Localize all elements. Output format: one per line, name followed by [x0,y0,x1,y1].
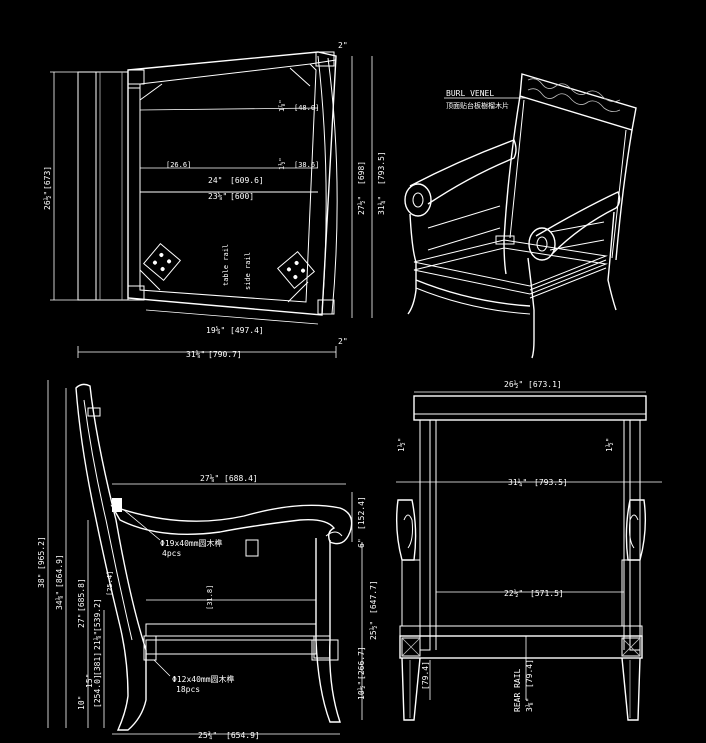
front-left-small: 1½" [396,438,406,452]
label-table-rail: table rail [222,244,230,286]
top-width-left-in: 27½" [356,196,366,215]
front-in: 19⅝" [206,326,225,335]
rail-mid-mm: [38.6] [294,161,319,169]
side-seat-in: 21⅛" [93,631,102,650]
rail-left-mm: [26.6] [166,161,191,169]
top-depth-mm: [673] [43,166,52,190]
seat-frame [127,51,337,316]
top-width-right-in: 31¼" [377,196,386,215]
front-view: 26½" [673.1] 31¼" [793.5] 1½" 1½" 22½" [… [395,379,662,721]
rear-rail-label: REAR RAIL [513,668,522,712]
dowel-2: Φ12x40mm圆木榫 [172,674,235,684]
side-overall-in: 38" [37,574,46,588]
rail-top-mm: [48.0] [294,104,319,112]
side-overall-mm: [965.2] [37,536,46,570]
side-rail-in: 10" [77,696,86,710]
dowel-1-qty: 4pcs [162,549,181,558]
total-mm: [790.7] [208,350,242,359]
burl-callout-en: BURL VENEL [446,89,494,98]
side-leg-in: 15" [85,674,94,688]
burl-callout-cn: 顶面贴台板樹榴木片 [446,101,509,110]
front-top-in: 26½" [504,379,523,389]
top-plan-view: 26½" [673] 27½" [698] 31¼" [793.5] 2" 2"… [42,41,386,359]
inner-2-mm: [600] [230,192,254,201]
front-rail-left-mm: [79.4] [421,661,430,690]
side-back-mm: [864.9] [55,554,64,588]
front-top-mm: [673.1] [528,380,562,389]
top-depth-in: 26½" [42,191,52,210]
side-seat-mm: [539.2] [93,598,102,632]
front-seat-in: 22½" [504,588,523,598]
inner-1-in: 24" [208,176,222,185]
back-rail [77,71,97,301]
side-arm [110,504,353,545]
side-armfront-mm: [152.4] [357,496,366,530]
side-armfront-in: 6" [357,538,366,548]
side-small-2: [31.8] [206,585,214,610]
crest-rail [413,395,647,421]
side-leg-mm: [381] [93,652,102,676]
side-arm-in: 27" [77,614,86,628]
back-post [75,383,147,731]
inner-2-in: 23⅝" [208,192,227,201]
perspective-view: BURL VENEL 顶面贴台板樹榴木片 [404,73,637,359]
side-small-1: [25.4] [106,571,114,596]
front-seat-mm: [571.5] [530,589,564,598]
dowel-1: Φ19x40mm圆木榫 [160,538,223,548]
side-fronth-mm: [647.7] [369,580,378,614]
side-back-in: 34⅛" [55,591,64,610]
label-side-rail: side rail [244,252,252,290]
top-width-right-mm: [793.5] [377,151,386,185]
top-width-left-mm: [698] [357,161,366,185]
total-in: 31⅛" [186,350,205,359]
front-right-small: 1½" [604,438,614,452]
side-armlen-mm: [688.4] [224,474,258,483]
front-armspan-mm: [793.5] [534,478,568,487]
front-armspan-in: 31¼" [508,478,527,487]
side-fronth-in: 25½" [368,621,378,640]
side-frontleg-mm: [266.7] [357,646,366,680]
side-rail-mm: [254.0] [93,674,102,708]
inner-1-mm: [609.6] [230,176,264,185]
top-corner-bottom: 2" [338,337,348,346]
side-depth-in: 25¾" [198,731,217,740]
rail-mid-in: 1½" [278,157,286,170]
rear-rail-in: 3⅛" [525,698,534,712]
front-mm: [497.4] [230,326,264,335]
side-view: 38" [965.2] 34⅛" [864.9] 27" [685.8] 21⅛… [37,380,378,740]
side-frontleg-in: 10½" [356,681,366,700]
top-corner-top: 2" [338,41,348,50]
rear-rail-mm: [79.4] [525,659,534,688]
rail-top-in: 1⅞" [278,99,286,112]
dowel-2-qty: 18pcs [176,685,200,694]
side-armlen-in: 27⅛" [200,474,219,483]
burl-panel [519,73,637,131]
side-arm-mm: [685.8] [77,578,86,612]
side-depth-mm: [654.9] [226,731,260,740]
